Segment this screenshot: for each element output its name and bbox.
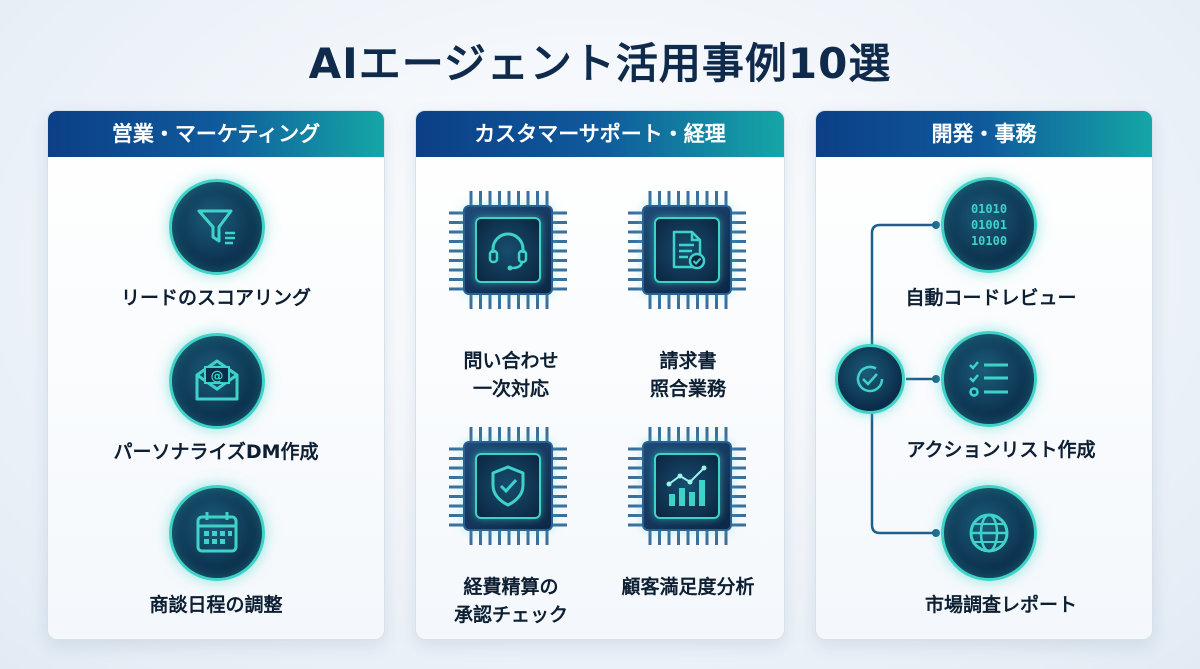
panel-header-sales: 営業・マーケティング	[48, 111, 384, 157]
invoice-check-icon	[672, 230, 706, 270]
chip-invoice	[628, 191, 746, 309]
headset-icon	[488, 232, 528, 271]
email-icon: @	[169, 333, 265, 429]
binary-line: 01001	[971, 218, 1007, 232]
chip-headset	[449, 191, 567, 309]
chip-chart	[628, 427, 746, 545]
item-meeting-scheduling: 商談日程の調整	[149, 594, 283, 616]
item-personalized-dm: パーソナライズDM作成	[113, 441, 319, 463]
chip-pins	[449, 191, 567, 309]
binary-line: 01010	[971, 202, 1007, 216]
item-inquiry-response: 問い合わせ 一次対応	[463, 350, 559, 400]
panel-dev-admin: 開発・事務 01010 01001 10100 自動コードレビュー	[815, 110, 1153, 640]
chip-pins	[628, 427, 746, 545]
item-code-review: 自動コードレビュー	[905, 287, 1077, 309]
item-expense-approval: 経費精算の 承認チェック	[453, 576, 568, 626]
calendar-icon	[169, 485, 265, 581]
panel-support-accounting: カスタマーサポート・経理 問い合わせ 一次対応	[415, 110, 785, 640]
panel-header-support: カスタマーサポート・経理	[416, 111, 784, 157]
binary-code-icon: 01010 01001 10100	[941, 177, 1037, 273]
item-lead-scoring: リードのスコアリング	[120, 287, 311, 309]
item-action-list: アクションリスト作成	[906, 439, 1096, 461]
funnel-icon	[169, 179, 265, 275]
page-title: AIエージェント活用事例10選	[308, 39, 892, 88]
hub-check-icon	[835, 344, 905, 414]
panel-sales-marketing: 営業・マーケティング リードのスコアリング @ パーソナライズDM作成	[47, 110, 385, 640]
checklist-icon	[941, 331, 1037, 427]
item-customer-satisfaction: 顧客満足度分析	[621, 576, 755, 598]
chip-pins	[449, 427, 567, 545]
item-invoice-matching: 請求書 照合業務	[649, 350, 726, 400]
bar-chart-icon	[666, 465, 707, 506]
globe-icon	[941, 485, 1037, 581]
chip-pins	[628, 191, 746, 309]
svg-text:@: @	[211, 369, 224, 384]
panel-header-dev: 開発・事務	[816, 111, 1152, 157]
item-market-research: 市場調査レポート	[924, 594, 1077, 616]
shield-check-icon	[491, 465, 525, 507]
chip-shield	[449, 427, 567, 545]
binary-line: 10100	[971, 234, 1007, 248]
connector-lines	[870, 221, 940, 537]
